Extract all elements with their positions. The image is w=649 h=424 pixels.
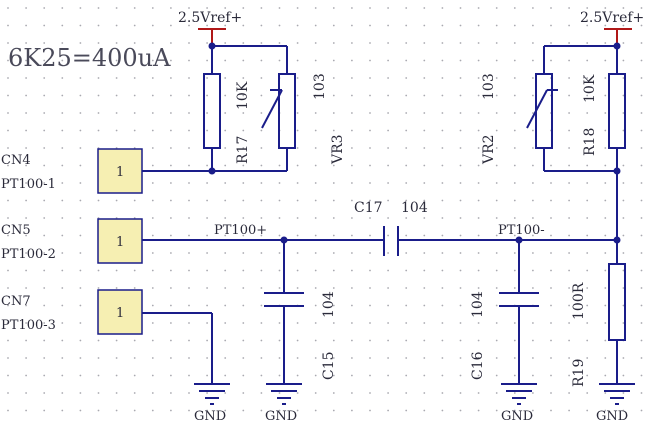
- vr2-value: 103: [481, 73, 497, 100]
- c15-value: 104: [321, 291, 337, 318]
- cn7-net: PT100-3: [1, 318, 56, 333]
- gnd-label-2: GND: [265, 409, 297, 424]
- net-pt100-plus: PT100+: [214, 223, 267, 238]
- cn4-ref: CN4: [1, 153, 31, 168]
- vr2-body: [535, 73, 553, 149]
- vr3-ref: VR3: [330, 134, 346, 165]
- vr2-ref: VR2: [481, 134, 497, 165]
- c17-value: 104: [401, 200, 428, 216]
- c16-value: 104: [470, 291, 486, 318]
- r18-body: [608, 73, 626, 149]
- cn7-connector: CN7 PT100-3 1: [1, 289, 213, 384]
- r19-ref: R19: [571, 359, 587, 387]
- vref-right-label: 2.5Vref+: [580, 10, 644, 26]
- r17-vr3-network: 10K R17 103 VR3: [203, 42, 346, 175]
- c16-ref: C16: [470, 351, 486, 380]
- vr3-body: [278, 73, 296, 149]
- gnd-symbol-3: GND: [501, 383, 537, 424]
- r19-body: [608, 263, 626, 341]
- vref-right: 2.5Vref+: [580, 10, 644, 46]
- vr3-value: 103: [312, 73, 328, 100]
- gnd-symbol-2: GND: [265, 383, 302, 424]
- c16-capacitor: 104 C16: [470, 240, 539, 384]
- r19-value: 100R: [571, 282, 587, 320]
- r19-resistor: 100R R19: [571, 240, 626, 387]
- signal-line: PT100+ PT100- C17 104: [142, 200, 621, 256]
- cn5-ref: CN5: [1, 223, 31, 238]
- cn7-ref: CN7: [1, 294, 31, 309]
- cn4-pin-box: [97, 148, 143, 194]
- cn4-pin: 1: [116, 165, 124, 180]
- r17-value: 10K: [235, 81, 251, 110]
- r18-ref: R18: [582, 128, 598, 156]
- cn5-connector: CN5 PT100-2 1: [1, 218, 143, 264]
- cn7-pin-box: [97, 289, 143, 335]
- vr2-r18-network: 103 VR2 10K R18: [481, 42, 626, 240]
- r17-body: [203, 73, 221, 149]
- c17-ref: C17: [354, 200, 383, 216]
- vref-left: 2.5Vref+: [178, 10, 242, 46]
- c15-ref: C15: [321, 351, 337, 380]
- gnd-label-4: GND: [596, 409, 628, 424]
- c15-capacitor: 104 C15: [264, 240, 337, 384]
- gnd-symbol-4: GND: [596, 383, 635, 424]
- gnd-label-3: GND: [501, 409, 533, 424]
- cn4-connector: CN4 PT100-1 1: [1, 148, 212, 194]
- cn5-pin: 1: [116, 235, 124, 250]
- cn5-net: PT100-2: [1, 247, 56, 262]
- current-note: 6K25=400uA: [8, 44, 171, 72]
- cn4-net: PT100-1: [1, 177, 56, 192]
- net-pt100-minus: PT100-: [498, 223, 545, 238]
- gnd-symbol-1: GND: [194, 383, 230, 424]
- grid-dots: [7, 7, 643, 412]
- vref-left-label: 2.5Vref+: [178, 10, 242, 26]
- r17-ref: R17: [235, 136, 251, 164]
- gnd-label-1: GND: [194, 409, 226, 424]
- r18-value: 10K: [582, 74, 598, 103]
- cn7-pin: 1: [116, 306, 124, 321]
